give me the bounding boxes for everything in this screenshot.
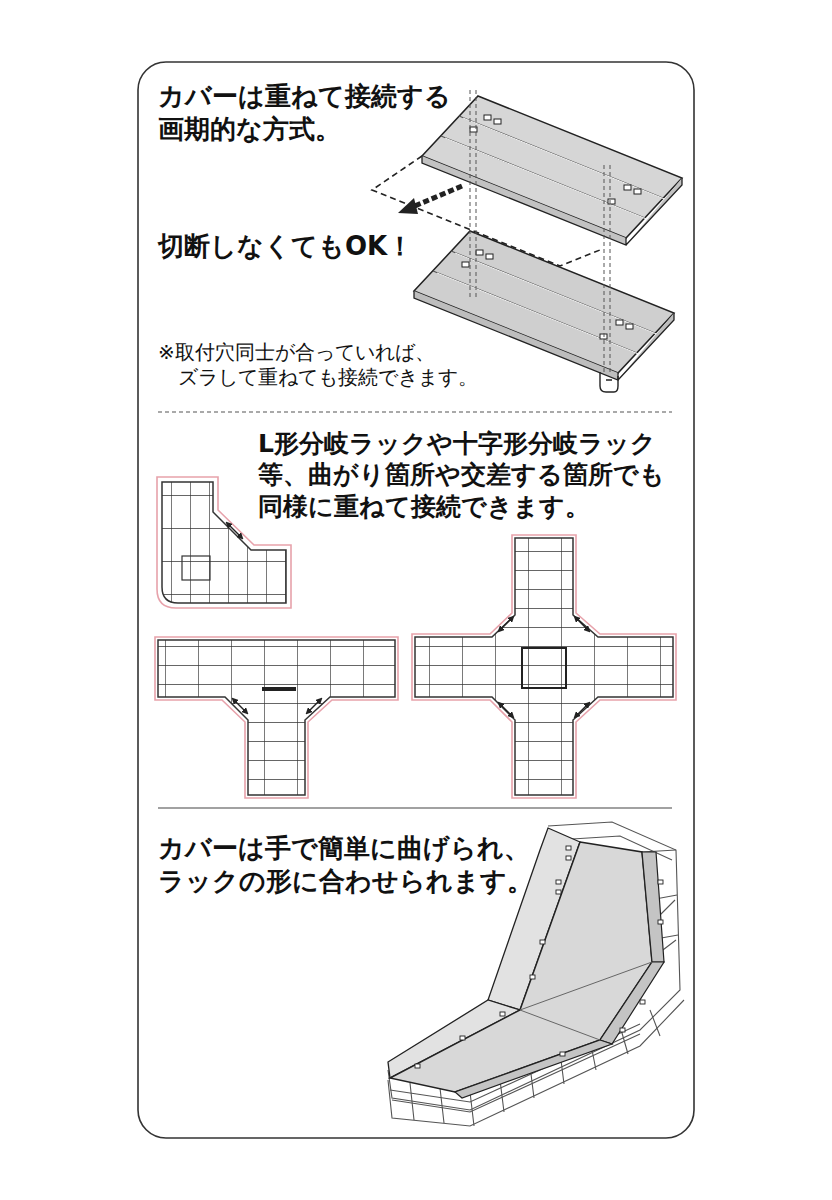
heading-text: カバーは重ねて接続する 画期的な方式。 bbox=[158, 80, 470, 145]
description-text: L形分岐ラックや十字形分岐ラック 等、曲がり箇所や交差する箇所でも 同様に重ねて… bbox=[258, 428, 678, 522]
branch-rack-figures bbox=[155, 477, 676, 798]
frame bbox=[138, 62, 694, 1138]
separator bbox=[158, 807, 672, 808]
separator bbox=[158, 411, 672, 412]
description-text: カバーは手で簡単に曲げられ、 ラックの形に合わせられます。 bbox=[158, 832, 538, 897]
note-text: ※取付穴同士が合っていれば、 ズラして重ねても接続できます。 bbox=[158, 340, 518, 390]
heading-text: 切断しなくてもOK！ bbox=[158, 230, 420, 263]
